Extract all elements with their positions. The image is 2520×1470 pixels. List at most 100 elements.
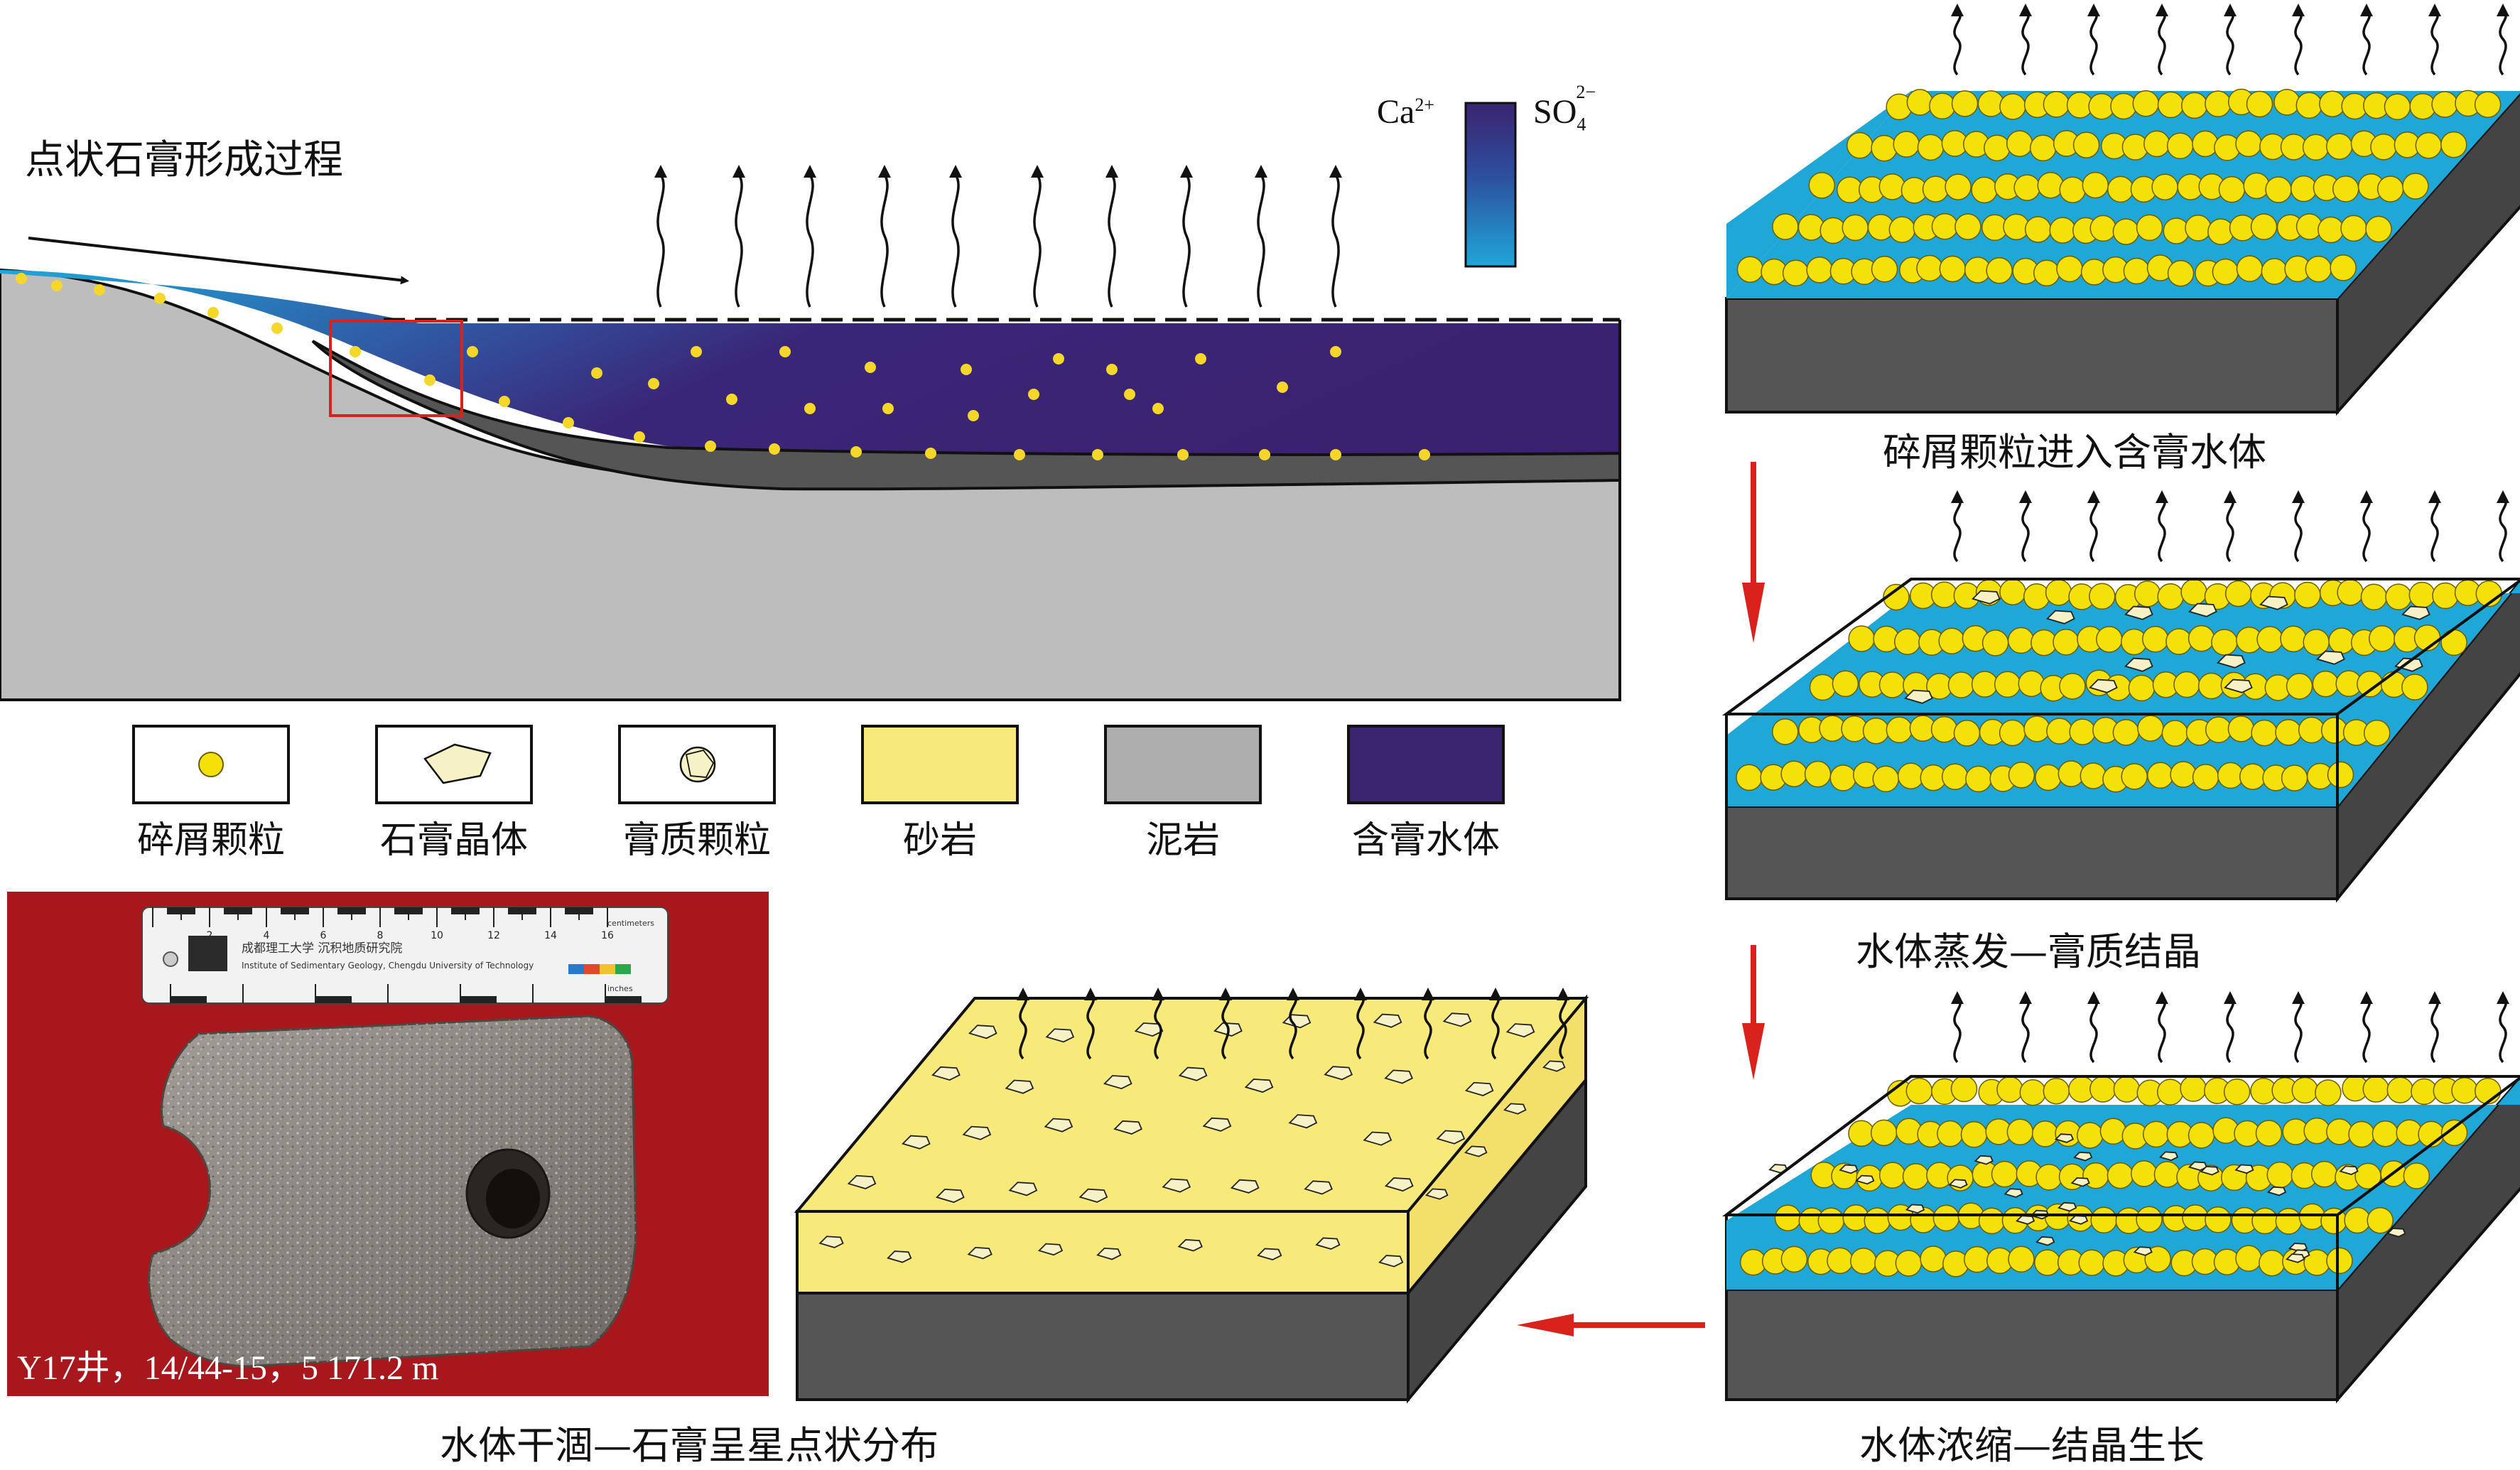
detrital-grain (2185, 215, 2212, 242)
detrital-grain (1330, 449, 1341, 460)
ruler-units-cm: centimeters (607, 919, 654, 928)
detrital-grain (2281, 764, 2308, 791)
detrital-grain (1937, 1120, 1964, 1147)
detrital-grain (2312, 670, 2340, 698)
detrital-grain (1827, 1247, 1854, 1275)
detrital-grain (2315, 1079, 2342, 1106)
gypsum-crystal (1855, 1174, 1875, 1185)
evaporation-arrow (2156, 490, 2168, 563)
detrital-grain (1878, 173, 1906, 200)
ruler-cm-label: 16 (601, 930, 614, 941)
mudstone-swatch (1104, 725, 1262, 804)
detrital-grain (2023, 715, 2050, 742)
detrital-grain (2059, 673, 2086, 700)
gypsum-crystal (2386, 1228, 2406, 1238)
gypsum-grain-swatch-icon (679, 746, 716, 783)
core-sample-photo: 246810121416 成都理工大学 沉积地质研究院 Institute of… (7, 892, 769, 1396)
evaporation-arrow (2428, 991, 2441, 1064)
gypsum-crystal (2070, 1177, 2090, 1187)
evaporation-arrow (2224, 4, 2237, 76)
detrital-grain (1832, 670, 1859, 698)
gypsum-crystal (1505, 1023, 1535, 1038)
caption-step4: 水体干涸—石膏呈星点状分布 (440, 1423, 939, 1468)
detrital-grain (2344, 1206, 2371, 1234)
gypsum-crystal (1974, 1155, 1994, 1165)
detrital-grain (2137, 715, 2164, 742)
gypsum-crystal (2133, 1246, 2153, 1256)
legend-label-gypsum-water: 含膏水体 (1351, 819, 1500, 862)
detrital-grain (2170, 761, 2197, 788)
legend-label-mudstone: 泥岩 (1145, 819, 1220, 862)
detrital-grain (1984, 134, 2011, 161)
gypsum-crystal (1257, 1248, 1282, 1260)
ruler-cm-label: 4 (264, 930, 270, 941)
detrital-grain (2006, 1118, 2034, 1146)
detrital-grain (2319, 90, 2346, 117)
detrital-grain (2033, 259, 2060, 287)
gypsum-crystal (1436, 1130, 1466, 1145)
detrital-grain (1808, 172, 1836, 199)
detrital-grain (2113, 1076, 2141, 1103)
detrital-grain (634, 431, 645, 443)
detrital-grain (2376, 175, 2404, 202)
scale-ruler: 246810121416 成都理工大学 沉积地质研究院 Institute of… (141, 907, 669, 1004)
detrital-grain (1929, 92, 1956, 120)
detrital-grain (2295, 92, 2322, 119)
gypsum-crystal-swatch-icon (423, 743, 492, 784)
gypsum-crystal (2234, 1164, 2254, 1174)
gypsum-crystal (2224, 679, 2253, 693)
detrital-grain (2303, 1117, 2330, 1145)
detrital-grain (563, 417, 574, 428)
detrital-grain (1878, 1162, 1906, 1189)
gypsum-crystal (2188, 602, 2217, 617)
detrital-grain (1780, 760, 1807, 787)
detrital-grain (1842, 214, 1869, 242)
evaporation-arrow (2292, 490, 2305, 563)
detrital-grain (1772, 213, 1799, 240)
detrital-grain (2218, 175, 2246, 203)
detrital-grain (2136, 214, 2163, 242)
detrital-grain (2181, 92, 2208, 119)
evaporation-arrow (1951, 991, 1964, 1064)
detrital-grain (2192, 764, 2219, 791)
detrital-grain (1871, 134, 1898, 162)
gypsum-crystal (1178, 1066, 1208, 1081)
caption-step1: 碎屑颗粒进入含膏水体 (1883, 430, 2266, 475)
detrital-grain (1905, 1077, 1933, 1105)
detrital-grain (1897, 762, 1925, 789)
evaporation-arrow (1255, 165, 1267, 308)
detrital-grain (2123, 257, 2151, 285)
evaporation-arrow (2292, 4, 2305, 76)
evaporation-arrow (1105, 165, 1118, 308)
gypsum-crystal (931, 1066, 961, 1081)
detrital-grain (1277, 382, 1288, 393)
evaporation-arrow (2428, 490, 2441, 563)
detrital-grain (2173, 671, 2200, 698)
detrital-grain (2298, 1203, 2326, 1231)
detrital-grain (1991, 1160, 2018, 1188)
detrital-grain (2256, 626, 2283, 653)
detrital-grain (1780, 1245, 1808, 1273)
detrital-grain (1916, 254, 1943, 282)
detrital-grain (691, 346, 702, 357)
detrital-grain (2211, 629, 2238, 656)
gypsum-crystal (2259, 595, 2288, 610)
detrital-grain (2182, 1204, 2209, 1231)
water-swatch (1347, 725, 1505, 804)
detrital-grain (2326, 1118, 2353, 1145)
evaporation-arrow (1152, 988, 1164, 1060)
gypsum-crystal (847, 1174, 877, 1189)
process-blocks (794, 4, 2520, 1404)
caption-step2: 水体蒸发—膏质结晶 (1856, 929, 2201, 974)
detrital-grain (2227, 715, 2255, 742)
detrital-grain (2348, 1120, 2375, 1148)
detail-highlight-box (329, 320, 463, 417)
block-step2-evaporation-crystallization (1721, 490, 2520, 903)
gypsum-crystal (1768, 1164, 1788, 1174)
detrital-grain (1177, 449, 1189, 460)
detrital-grain (2207, 218, 2234, 245)
gypsum-crystal (1103, 1075, 1132, 1090)
evaporation-arrow (1354, 988, 1367, 1060)
evaporation-arrow (1219, 988, 1232, 1060)
detrital-grain (2031, 1120, 2059, 1147)
